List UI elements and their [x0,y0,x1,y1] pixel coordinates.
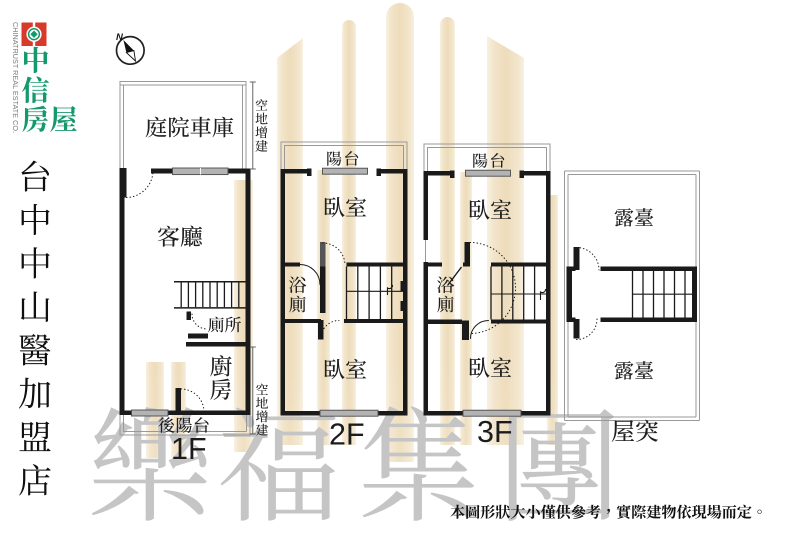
svg-text:3F: 3F [477,415,513,449]
svg-text:CHINATRUST REAL ESTATE CO.: CHINATRUST REAL ESTATE CO. [11,22,20,133]
svg-text:2F: 2F [329,418,365,452]
svg-text:1F: 1F [171,432,207,466]
svg-text:N: N [116,32,124,43]
